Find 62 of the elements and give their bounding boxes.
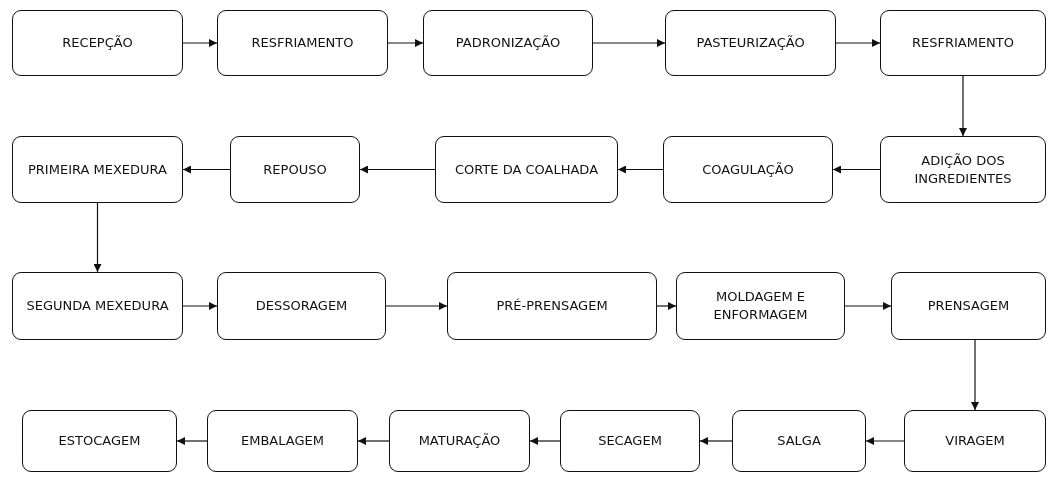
arrow (656, 302, 677, 310)
step-label: CORTE DA COALHADA (454, 160, 599, 179)
process-box (423, 10, 593, 76)
step-label: DESSORAGEM (255, 297, 348, 315)
process-box (217, 272, 386, 340)
arrow (959, 75, 967, 137)
arrow (182, 302, 218, 310)
process-box (880, 10, 1046, 76)
step-label: PRENSAGEM (927, 297, 1010, 315)
step-label: PRIMEIRA MEXEDURA (28, 160, 167, 179)
arrow (865, 437, 905, 445)
arrow (357, 437, 390, 445)
process-box (665, 10, 836, 76)
process-box (12, 272, 183, 340)
step-label: PADRONIZAÇÃO (455, 34, 561, 52)
process-box (676, 272, 845, 340)
step-label: RESFRIAMENTO (911, 34, 1015, 52)
arrow (182, 39, 218, 47)
step-label: SEGUNDA MEXEDURA (26, 297, 169, 315)
arrow (529, 437, 561, 445)
step-label: REPOUSO (263, 160, 327, 179)
step-label: PASTEURIZAÇÃO (696, 34, 805, 52)
process-box (207, 410, 358, 472)
step-label: MOLDAGEM E ENFORMAGEM (712, 288, 809, 324)
arrow (359, 165, 436, 174)
arrow (699, 437, 733, 445)
arrow (182, 165, 231, 174)
process-box (22, 410, 177, 472)
arrow (93, 202, 102, 273)
arrow (835, 39, 881, 47)
step-label: SECAGEM (598, 432, 662, 450)
arrow (387, 39, 424, 47)
step-label: VIRAGEM (945, 432, 1005, 450)
process-box (560, 410, 700, 472)
step-label: EMBALAGEM (241, 432, 324, 450)
arrow (617, 165, 664, 174)
process-box (663, 136, 833, 203)
step-label: RECEPÇÃO (62, 34, 133, 52)
step-label: COAGULAÇÃO (702, 160, 794, 179)
step-label: ADIÇÃO DOS INGREDIENTES (913, 151, 1013, 188)
process-box (12, 136, 183, 203)
process-box (904, 410, 1046, 472)
step-label: SALGA (777, 432, 821, 450)
process-box (12, 10, 183, 76)
process-box (447, 272, 657, 340)
process-box (389, 410, 530, 472)
arrow (592, 39, 666, 47)
process-box (732, 410, 866, 472)
process-box (891, 272, 1046, 340)
step-label: PRÉ-PRENSAGEM (496, 297, 608, 315)
arrow (971, 339, 979, 411)
step-label: ESTOCAGEM (58, 432, 141, 450)
arrow (176, 437, 208, 445)
process-box (880, 136, 1046, 203)
step-label: RESFRIAMENTO (251, 34, 354, 52)
process-box (217, 10, 388, 76)
arrow (844, 302, 892, 310)
process-box (230, 136, 360, 203)
step-label: MATURAÇÃO (418, 432, 501, 450)
arrow (832, 165, 881, 174)
process-box (435, 136, 618, 203)
arrow (385, 302, 448, 310)
